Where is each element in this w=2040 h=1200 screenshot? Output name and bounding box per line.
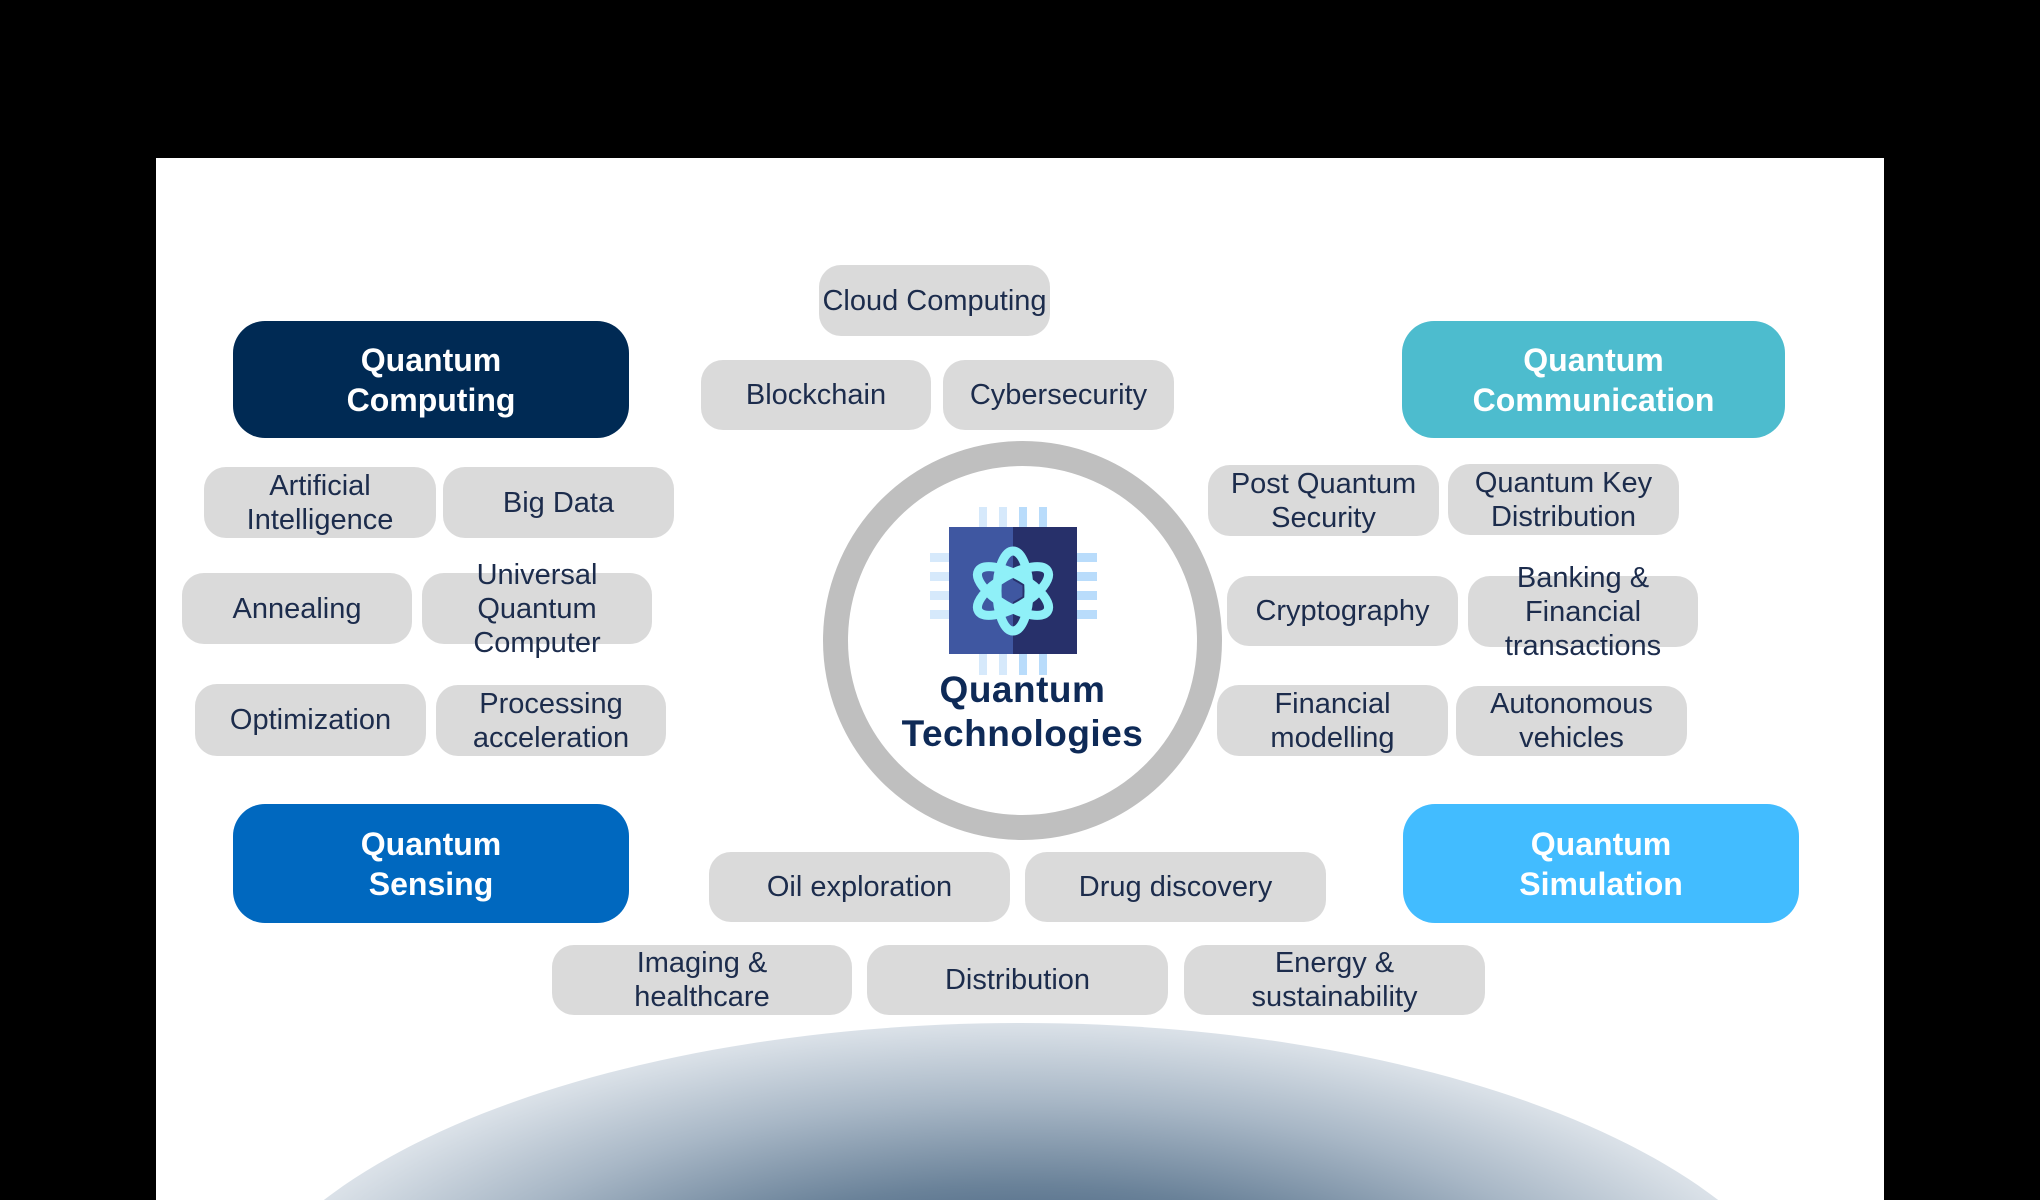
chip-label: Distribution — [1490, 500, 1637, 533]
chip-imaging-healthcare: Imaging &healthcare — [552, 945, 852, 1015]
category-label: Quantum — [360, 825, 502, 862]
chip-label: acceleration — [472, 721, 630, 754]
chip-oil-exploration: Oil exploration — [709, 852, 1010, 922]
chip-label: modelling — [1270, 721, 1395, 754]
chip-big-data: Big Data — [443, 467, 674, 538]
chip-label: vehicles — [1519, 722, 1624, 754]
chip-label: Blockchain — [745, 379, 887, 411]
bottom-radial-glow — [219, 1023, 1823, 1200]
chip-label: Imaging & — [636, 947, 768, 979]
category-label: Quantum — [1523, 341, 1664, 378]
chip-label: Annealing — [232, 592, 362, 625]
chip-label: Processing — [479, 687, 623, 720]
chip-label: Computer — [473, 626, 601, 659]
category-label: Computing — [346, 381, 516, 418]
chip-label: Financial — [1274, 687, 1391, 720]
center-title-line1: Quantum — [939, 669, 1106, 710]
chip-cybersecurity: Cybersecurity — [943, 360, 1174, 430]
chip-distribution: Distribution — [867, 945, 1168, 1015]
chip-energy-sustainability: Energy &sustainability — [1184, 945, 1485, 1015]
chip-label: Intelligence — [246, 503, 394, 536]
chip-annealing: Annealing — [182, 573, 412, 644]
chip-label: sustainability — [1251, 981, 1418, 1013]
bottom-glow-container — [156, 158, 1884, 1200]
chip-label: Oil exploration — [766, 871, 953, 903]
chip-label: healthcare — [634, 981, 770, 1013]
chip-label: Distribution — [944, 964, 1091, 996]
category-label: Sensing — [368, 865, 494, 902]
chip-blockchain: Blockchain — [701, 360, 931, 430]
atom-chip-icon — [930, 507, 1097, 675]
chip-label: transactions — [1504, 629, 1662, 662]
center-title-line2: Technologies — [901, 713, 1144, 754]
chip-label: Big Data — [502, 486, 615, 519]
chip-label: Energy & — [1274, 947, 1395, 979]
chip-label: Optimization — [229, 704, 392, 736]
category-label: Simulation — [1519, 865, 1683, 902]
chip-label: Cryptography — [1255, 595, 1430, 627]
chip-cryptography: Cryptography — [1227, 576, 1458, 646]
chip-drug-discovery: Drug discovery — [1025, 852, 1326, 922]
chip-label: Artificial — [269, 469, 371, 502]
chip-label: Universal Quantum — [476, 558, 598, 625]
chip-label: Banking & Financial — [1516, 561, 1650, 628]
chip-cloud-computing: Cloud Computing — [819, 265, 1050, 336]
chip-label: Cloud Computing — [822, 284, 1047, 317]
chip-label: Quantum Key — [1474, 466, 1653, 499]
chip-label: Drug discovery — [1078, 871, 1273, 903]
chip-label: Post Quantum — [1230, 467, 1417, 500]
chip-label: Cybersecurity — [969, 379, 1148, 411]
category-label: Quantum — [1530, 825, 1672, 862]
chip-optimization: Optimization — [195, 684, 426, 756]
category-label: Quantum — [360, 341, 502, 378]
category-label: Communication — [1472, 381, 1715, 418]
center-title: Quantum Technologies — [860, 668, 1185, 756]
chip-label: Autonomous — [1490, 688, 1653, 720]
chip-label: Security — [1271, 501, 1376, 534]
